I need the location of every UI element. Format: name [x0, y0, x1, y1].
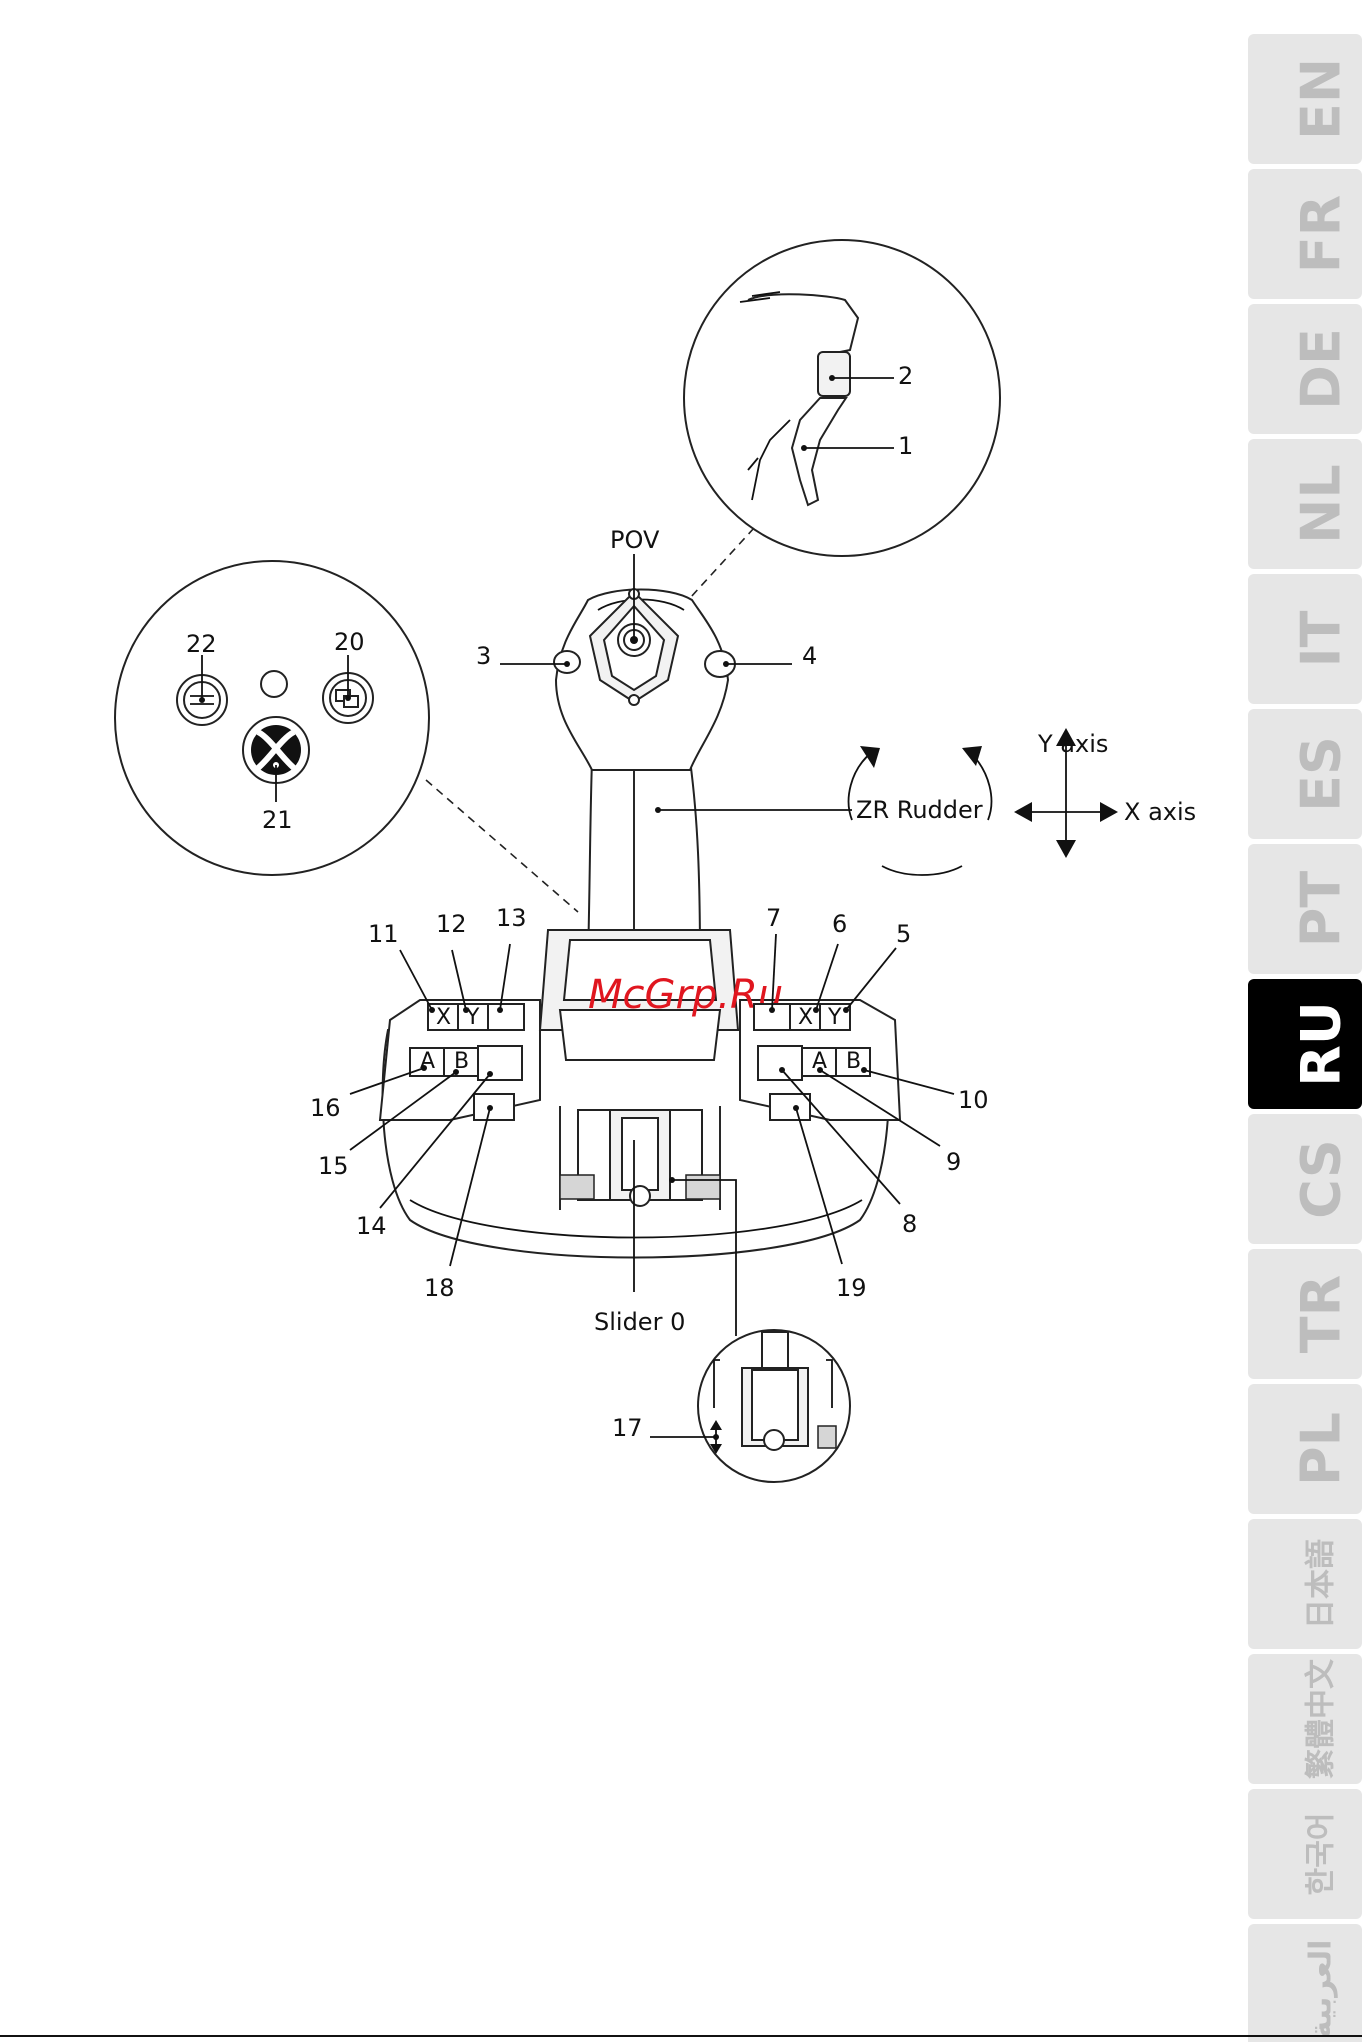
tab-12[interactable]: 日本語 [1248, 1519, 1362, 1649]
label-15: 15 [318, 1152, 349, 1180]
tab-15[interactable]: العربية [1248, 1924, 1362, 2042]
tab-10[interactable]: TR [1248, 1249, 1362, 1379]
tab-label: CS [1290, 1139, 1353, 1219]
tab-6[interactable]: ES [1248, 709, 1362, 839]
joystick-base: McGrp.Ru Slider 0 X Y A B [310, 904, 989, 1336]
tab-label: 日本語 [1304, 1539, 1339, 1629]
tab-label: العربية [1304, 1940, 1339, 2039]
tab-2[interactable]: FR [1248, 169, 1362, 299]
tab-7[interactable]: PT [1248, 844, 1362, 974]
label-18: 18 [424, 1274, 455, 1302]
label-12: 12 [436, 910, 467, 938]
label-3: 3 [476, 642, 491, 670]
label-9: 9 [946, 1148, 961, 1176]
x-axis-label: X axis [1124, 798, 1196, 826]
tab-9[interactable]: CS [1248, 1114, 1362, 1244]
label-11: 11 [368, 920, 399, 948]
tab-14[interactable]: 한국어 [1248, 1789, 1362, 1919]
label-22: 22 [186, 630, 217, 658]
label-10: 10 [958, 1086, 989, 1114]
tab-label: PT [1290, 871, 1353, 948]
tab-5[interactable]: IT [1248, 574, 1362, 704]
trigger-inset: 2 1 [684, 240, 1000, 556]
label-7: 7 [766, 904, 781, 932]
tab-label: FR [1290, 195, 1353, 273]
y-axis-label: Y axis [1037, 730, 1108, 758]
btn-right-b-glyph: B [846, 1049, 861, 1074]
tab-label: 한국어 [1304, 1813, 1339, 1896]
tab-11[interactable]: PL [1248, 1384, 1362, 1514]
tab-label: IT [1290, 610, 1353, 667]
tab-4[interactable]: NL [1248, 439, 1362, 569]
rudder-label: ZR Rudder [856, 796, 983, 824]
tab-label: DE [1290, 328, 1353, 410]
label-5: 5 [896, 920, 911, 948]
label-17: 17 [612, 1414, 643, 1442]
label-1: 1 [898, 432, 913, 460]
label-8: 8 [902, 1210, 917, 1238]
label-2: 2 [898, 362, 913, 390]
tab-8[interactable]: RU [1248, 979, 1362, 1109]
label-20: 20 [334, 628, 365, 656]
tab-label: 繁體中文 [1304, 1659, 1339, 1779]
tab-label: TR [1290, 1275, 1353, 1353]
label-21: 21 [262, 806, 293, 834]
label-13: 13 [496, 904, 527, 932]
tab-label: EN [1290, 58, 1353, 140]
label-6: 6 [832, 910, 847, 938]
btn-right-y-glyph: Y [827, 1005, 842, 1030]
tab-label: NL [1290, 464, 1353, 544]
joystick-handle: POV 3 4 [476, 526, 852, 960]
xbox-buttons-inset: 22 20 21 [115, 561, 429, 875]
btn-right-x-glyph: X [798, 1005, 813, 1030]
label-4: 4 [802, 642, 817, 670]
tab-3[interactable]: DE [1248, 304, 1362, 434]
slider-label: Slider 0 [594, 1308, 685, 1336]
tab-label: RU [1290, 1001, 1353, 1086]
tab-label: PL [1290, 1412, 1353, 1486]
tab-1[interactable]: EN [1248, 34, 1362, 164]
label-16: 16 [310, 1094, 341, 1122]
slider-inset: 17 [612, 1330, 850, 1482]
tab-13[interactable]: 繁體中文 [1248, 1654, 1362, 1784]
label-14: 14 [356, 1212, 387, 1240]
pov-label: POV [610, 526, 660, 554]
axis-indicators: ZR Rudder Y axis X axis [849, 728, 1197, 875]
label-19: 19 [836, 1274, 867, 1302]
tab-label: ES [1290, 736, 1353, 812]
btn-left-x-glyph: X [436, 1005, 451, 1030]
